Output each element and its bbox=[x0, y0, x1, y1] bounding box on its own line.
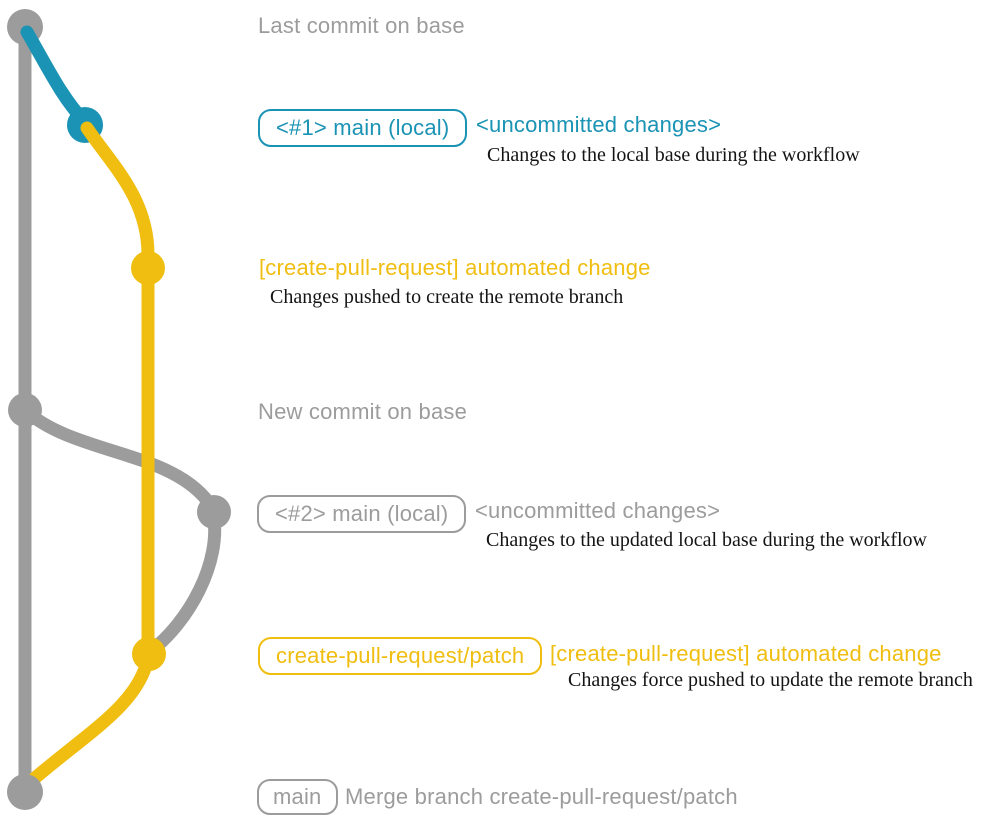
heading-last-commit-on-base: Last commit on base bbox=[258, 13, 465, 38]
commit-message-automated-2: [create-pull-request] automated change bbox=[550, 641, 942, 666]
commit-dot-patch-2 bbox=[132, 637, 166, 671]
commit-dot-patch-1 bbox=[131, 251, 165, 285]
branch-badge-main: main bbox=[257, 779, 338, 815]
branch-badge-main-local-1: <#1> main (local) bbox=[258, 109, 468, 147]
annotation-local-base-changes: Changes to the local base during the wor… bbox=[487, 144, 860, 166]
local-main-1-curve bbox=[20, 25, 91, 128]
branch-badge-main-local-2: <#2> main (local) bbox=[257, 495, 467, 533]
annotation-push-create-branch: Changes pushed to create the remote bran… bbox=[270, 286, 624, 308]
patch-branch-curve bbox=[80, 121, 155, 262]
branch-badge-create-pull-request-patch: create-pull-request/patch bbox=[258, 637, 543, 675]
commit-dot-merge bbox=[7, 774, 43, 810]
annotation-force-push-update-branch: Changes force pushed to update the remot… bbox=[568, 669, 973, 691]
commit-message-automated-1: [create-pull-request] automated change bbox=[259, 255, 651, 280]
commit-message-merge: Merge branch create-pull-request/patch bbox=[345, 784, 738, 809]
commit-message-uncommitted-1: <uncommitted changes> bbox=[476, 112, 722, 137]
local-main-update-curve bbox=[18, 403, 220, 516]
commit-dot-new-base bbox=[8, 393, 42, 427]
rebase-curve bbox=[145, 505, 222, 657]
annotation-updated-local-base-changes: Changes to the updated local base during… bbox=[486, 529, 927, 551]
commit-message-uncommitted-2: <uncommitted changes> bbox=[475, 498, 721, 523]
heading-new-commit-on-base: New commit on base bbox=[258, 399, 468, 424]
commit-dot-local-main-2 bbox=[197, 495, 231, 529]
patch-merge-curve bbox=[21, 651, 155, 791]
